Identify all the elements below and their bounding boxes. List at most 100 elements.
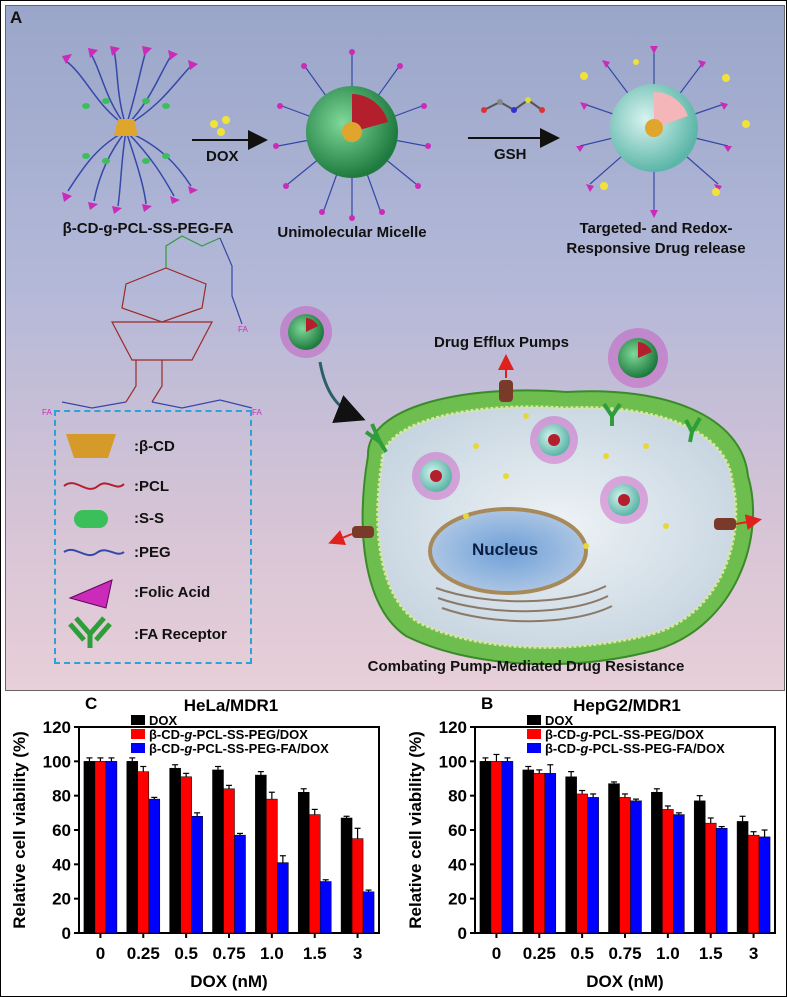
bar-2 <box>105 761 118 934</box>
incoming-micelle <box>280 306 332 358</box>
outside-micelle <box>608 328 668 388</box>
released-micelle-graphic <box>576 46 750 218</box>
bar-2 <box>319 881 332 934</box>
y-tick-label: 40 <box>52 855 71 874</box>
x-tick-label: 3 <box>749 944 758 963</box>
y-tick-label: 80 <box>448 787 467 806</box>
bar-1 <box>94 761 107 934</box>
bar-0 <box>212 769 224 934</box>
y-tick-label: 120 <box>439 718 467 737</box>
bar-1 <box>533 773 546 934</box>
bar-2 <box>587 797 599 934</box>
x-tick-label: 0 <box>492 944 501 963</box>
bar-1 <box>576 793 588 934</box>
bar-2 <box>148 798 161 934</box>
bar-0 <box>608 783 620 934</box>
x-tick-label: 0.25 <box>127 944 160 963</box>
legend-label-1: β-CD-g-PCL-SS-PEG/DOX <box>545 727 704 742</box>
bar-2 <box>715 828 728 934</box>
legend-swatch-0 <box>131 715 145 725</box>
x-axis-label: DOX (nM) <box>190 972 267 991</box>
nucleus-label: Nucleus <box>472 540 539 559</box>
release-label-line1: Targeted- and Redox- <box>579 220 733 237</box>
bar-0 <box>651 791 663 934</box>
bar-0 <box>340 817 353 934</box>
legend-swatch-1 <box>527 729 541 739</box>
bar-1 <box>266 798 278 934</box>
chemical-structure <box>61 235 253 409</box>
y-tick-label: 100 <box>43 752 71 771</box>
panel-a-schematic: A <box>5 5 785 691</box>
chart-title: HepG2/MDR1 <box>573 696 681 715</box>
bar-2 <box>277 862 289 934</box>
legend-swatch-2 <box>131 743 145 753</box>
dox-dots <box>210 116 230 136</box>
bottom-caption: Combating Pump-Mediated Drug Resistance <box>367 658 685 675</box>
bar-0 <box>736 821 749 934</box>
x-tick-label: 0 <box>96 944 105 963</box>
legend-ss: :S-S <box>134 510 164 527</box>
x-tick-label: 1.5 <box>699 944 723 963</box>
bar-2 <box>362 891 375 934</box>
cone-icon <box>66 434 116 458</box>
bar-0 <box>126 761 139 934</box>
pcl-wave-icon <box>63 482 125 490</box>
legend-icons <box>63 434 125 648</box>
y-axis-label: Relative cell viability (%) <box>406 731 425 928</box>
bar-0 <box>522 769 535 934</box>
x-tick-label: 0.75 <box>608 944 641 963</box>
polymer-star-graphic <box>62 46 198 214</box>
x-tick-label: 1.0 <box>260 944 284 963</box>
x-tick-label: 1.5 <box>303 944 327 963</box>
peg-wave-icon <box>63 549 125 557</box>
legend-label-2: β-CD-g-PCL-SS-PEG-FA/DOX <box>545 741 725 756</box>
bar-2 <box>630 800 642 934</box>
svg-text:FA: FA <box>252 408 262 417</box>
uptake-arrow <box>318 361 366 424</box>
ss-capsule-icon <box>74 510 108 528</box>
legend-swatch-2 <box>527 743 541 753</box>
y-axis-label: Relative cell viability (%) <box>10 731 29 928</box>
bar-0 <box>255 774 267 934</box>
bar-1 <box>747 834 760 934</box>
legend-label-0: DOX <box>149 713 178 728</box>
bar-2 <box>673 814 685 934</box>
svg-text:FA: FA <box>238 325 248 334</box>
legend-folic-acid: :Folic Acid <box>134 584 211 601</box>
bar-2 <box>758 836 771 934</box>
y-tick-label: 80 <box>52 787 71 806</box>
panel-letter: B <box>481 694 493 713</box>
x-tick-label: 1.0 <box>656 944 680 963</box>
bar-0 <box>169 767 181 934</box>
legend-pcl: :PCL <box>134 478 169 495</box>
legend-box: :β-CD :PCL :S-S :PEG :Folic Acid :FA Rec… <box>54 410 252 664</box>
bar-2 <box>501 761 514 934</box>
bar-1 <box>351 838 364 934</box>
legend-beta-cd: :β-CD <box>134 438 175 455</box>
legend-label-2: β-CD-g-PCL-SS-PEG-FA/DOX <box>149 741 329 756</box>
panel-a-letter: A <box>10 8 23 27</box>
bar-0 <box>83 761 96 934</box>
release-label-line2: Responsive Drug release <box>566 240 746 257</box>
bar-1 <box>137 771 150 934</box>
bar-0 <box>479 761 492 934</box>
micelle-graphic <box>273 49 431 221</box>
y-tick-label: 60 <box>52 821 71 840</box>
polymer-label: β-CD-g-PCL-SS-PEG-FA <box>62 220 234 237</box>
bar-2 <box>544 773 557 934</box>
pumps-label: Drug Efflux Pumps <box>434 334 570 351</box>
cell-graphic <box>328 354 762 666</box>
legend-swatch-1 <box>131 729 145 739</box>
arrow-gsh-label: GSH <box>494 146 527 163</box>
pyramid-icon <box>68 579 113 609</box>
y-tick-label: 20 <box>448 890 467 909</box>
bar-1 <box>490 761 503 934</box>
x-tick-label: 0.25 <box>523 944 556 963</box>
y-tick-label: 40 <box>448 855 467 874</box>
bar-0 <box>565 776 577 934</box>
legend-fa-receptor: :FA Receptor <box>134 626 227 643</box>
y-tick-label: 20 <box>52 890 71 909</box>
bar-1 <box>308 814 321 934</box>
